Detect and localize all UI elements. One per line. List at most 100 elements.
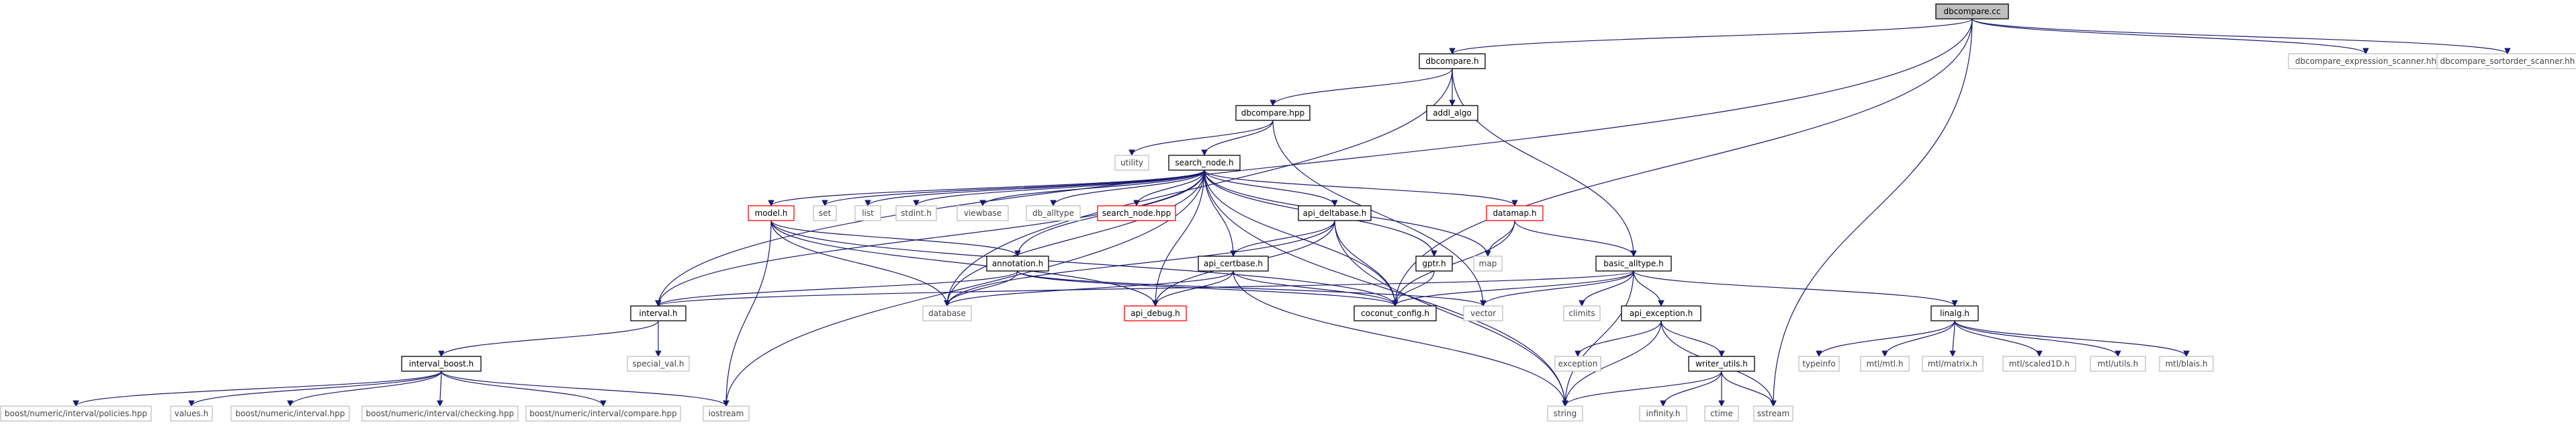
include-edge-search_node_h-to-list xyxy=(864,169,1205,206)
include-edge-writer_utils_h-to-sstream xyxy=(1721,371,1777,407)
include-edge-model_h-to-coconut_config_h xyxy=(770,220,1398,307)
node-interval-h[interactable]: interval.h xyxy=(630,305,686,321)
include-edge-datamap_h-to-basic_alltype_h xyxy=(1514,220,1637,257)
node-label: basic_alltype.h xyxy=(1603,259,1663,268)
node-box xyxy=(1704,405,1739,422)
include-edge-dbcompare_cc-to-sort_scanner xyxy=(1971,18,2511,54)
node-search-node-hpp[interactable]: search_node.hpp xyxy=(1097,205,1176,221)
node-search-node-h[interactable]: search_node.h xyxy=(1168,155,1241,171)
node-box xyxy=(748,205,795,221)
include-edge-api_exception_h-to-writer_utils_h xyxy=(1660,320,1725,357)
include-edge-api_deltabase_h-to-api_certbase_h xyxy=(1230,220,1335,257)
node-dbcompare-hpp[interactable]: dbcompare.hpp xyxy=(1235,105,1311,121)
node-label: map xyxy=(1479,259,1497,268)
node-api-debug-h[interactable]: api_debug.h xyxy=(1124,305,1187,321)
node-basic-alltype-h[interactable]: basic_alltype.h xyxy=(1595,256,1672,272)
node-label: vector xyxy=(1470,309,1496,318)
node-label: list xyxy=(862,208,874,218)
include-edge-dbcompare_cc-to-coconut_config_h xyxy=(1392,18,1973,307)
node-sort-scanner: dbcompare_sortorder_scanner.hh xyxy=(2436,53,2576,69)
node-values-h: values.h xyxy=(170,405,213,422)
node-compare-hpp: boost/numeric/interval/compare.hpp xyxy=(525,405,681,422)
node-label: db_alltype xyxy=(1032,208,1074,218)
node-linalg-h[interactable]: linalg.h xyxy=(1930,305,1979,321)
node-label: typeinfo xyxy=(1802,359,1835,368)
node-box xyxy=(922,305,972,321)
include-edge-interval_boost_h-to-iostream xyxy=(441,371,729,407)
node-typeinfo: typeinfo xyxy=(1798,356,1840,372)
node-box xyxy=(1547,405,1583,422)
node-api-exception-h[interactable]: api_exception.h xyxy=(1621,305,1701,321)
node-label: search_node.h xyxy=(1175,158,1233,167)
node-database: database xyxy=(922,305,972,321)
node-label: search_node.hpp xyxy=(1102,208,1171,218)
include-edge-search_node_h-to-model_h xyxy=(768,169,1205,206)
include-edge-basic_alltype_h-to-vector xyxy=(1480,270,1634,307)
include-edge-basic_alltype_h-to-string xyxy=(1562,270,1634,407)
node-box xyxy=(1168,155,1241,171)
node-box xyxy=(2002,356,2076,372)
node-api-certbase-h[interactable]: api_certbase.h xyxy=(1198,256,1269,272)
node-box xyxy=(1922,356,1984,372)
node-box xyxy=(703,405,750,422)
node-utils-h: mtl/utils.h xyxy=(2090,356,2146,372)
node-label: boost/numeric/interval.hpp xyxy=(236,409,345,418)
include-edge-model_h-to-annotation_h xyxy=(770,220,1021,257)
node-api-deltabase-h[interactable]: api_deltabase.h xyxy=(1298,205,1372,221)
node-label: api_certbase.h xyxy=(1204,259,1263,268)
node-box xyxy=(1860,356,1910,372)
node-label: database xyxy=(928,309,966,318)
node-label: boost/numeric/interval/checking.hpp xyxy=(366,409,515,418)
node-expr-scanner: dbcompare_expression_scanner.hh xyxy=(2288,53,2444,69)
node-box xyxy=(0,405,152,422)
node-sstream: sstream xyxy=(1753,405,1793,422)
node-viewbase: viewbase xyxy=(957,205,1009,221)
node-writer-utils-h[interactable]: writer_utils.h xyxy=(1688,356,1755,372)
node-datamap-h[interactable]: datamap.h xyxy=(1486,205,1544,221)
include-edge-dbcompare_cc-to-dbcompare_h xyxy=(1449,18,1973,54)
include-edge-dbcompare_h-to-dbcompare_hpp xyxy=(1270,68,1453,106)
node-label: interval.h xyxy=(639,309,677,318)
node-dbcompare-cc[interactable]: dbcompare.cc xyxy=(1935,3,2009,20)
node-dbcompare-h[interactable]: dbcompare.h xyxy=(1419,53,1486,69)
node-box xyxy=(986,256,1049,272)
include-edge-search_node_h-to-stdint_h xyxy=(913,169,1205,206)
node-annotation-h[interactable]: annotation.h xyxy=(986,256,1049,272)
node-label: annotation.h xyxy=(992,259,1043,268)
node-label: writer_utils.h xyxy=(1695,359,1748,368)
node-label: special_val.h xyxy=(632,359,684,368)
include-edge-annotation_h-to-vector xyxy=(1017,270,1486,307)
include-edge-linalg_h-to-scaled1d_h xyxy=(1954,320,2043,357)
include-edge-linalg_h-to-blais_h xyxy=(1954,320,2190,357)
node-box xyxy=(1026,205,1081,221)
node-label: climits xyxy=(1568,309,1595,318)
node-label: mtl/utils.h xyxy=(2098,359,2138,368)
node-policies-hpp: boost/numeric/interval/policies.hpp xyxy=(0,405,152,422)
node-coconut-config-h[interactable]: coconut_config.h xyxy=(1353,305,1437,321)
node-box xyxy=(1235,105,1311,121)
include-edge-search_node_h-to-api_certbase_h xyxy=(1204,169,1237,257)
node-interval-boost-h[interactable]: interval_boost.h xyxy=(401,356,482,372)
node-label: api_exception.h xyxy=(1630,309,1693,318)
node-addl-algo[interactable]: addl_algo xyxy=(1426,105,1478,121)
include-edge-basic_alltype_h-to-interval_h xyxy=(655,270,1634,307)
node-stdint-h: stdint.h xyxy=(895,205,937,221)
node-box xyxy=(170,405,213,422)
include-edge-interval_boost_h-to-compare_hpp xyxy=(441,371,607,407)
node-matrix-h: mtl/matrix.h xyxy=(1922,356,1984,372)
node-scaled1d-h: mtl/scaled1D.h xyxy=(2002,356,2076,372)
node-label: dbcompare.h xyxy=(1425,56,1478,66)
node-gptr-h[interactable]: gptr.h xyxy=(1415,256,1453,272)
node-box xyxy=(2436,53,2576,69)
node-model-h[interactable]: model.h xyxy=(748,205,795,221)
include-edge-dbcompare_hpp-to-search_node_h xyxy=(1201,120,1274,156)
include-edge-api_deltabase_h-to-string xyxy=(1334,220,1568,407)
node-label: iostream xyxy=(709,409,744,418)
include-edge-api_certbase_h-to-string xyxy=(1233,270,1568,407)
node-box xyxy=(1473,256,1503,272)
node-box xyxy=(1298,205,1372,221)
include-edge-api_exception_h-to-exception xyxy=(1574,320,1662,357)
include-edge-dbcompare_hpp-to-vector xyxy=(1272,120,1486,307)
node-box xyxy=(895,205,937,221)
node-box xyxy=(627,356,690,372)
